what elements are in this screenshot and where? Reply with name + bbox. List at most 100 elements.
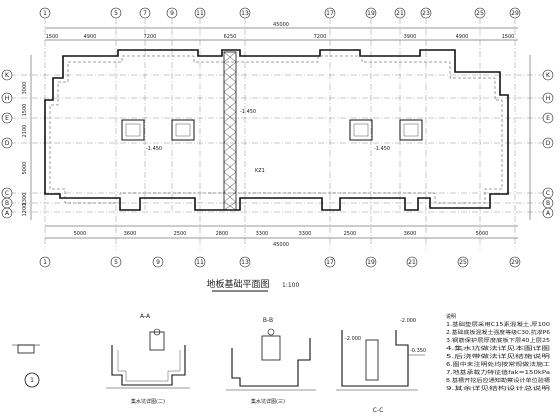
plan-scale: 1:100 — [282, 282, 299, 289]
post-cast-strip — [223, 51, 237, 211]
axis-bubble-right-H: H — [542, 92, 554, 104]
svg-text:H: H — [5, 95, 10, 102]
note-line-5: 6.图中未注明处均按常规做法施工 — [446, 361, 550, 368]
svg-text:11: 11 — [196, 259, 204, 266]
svg-text:19: 19 — [367, 259, 375, 266]
dim-side-5: 1200 — [22, 204, 28, 217]
axis-bubble-right-D: D — [542, 137, 554, 149]
axis-bubble-top-11: 11 — [194, 7, 206, 19]
svg-text:H: H — [546, 95, 551, 102]
axis-bubble-right-B: B — [542, 197, 554, 209]
dim-bottom-4: 3300 — [256, 231, 269, 237]
svg-text:7: 7 — [143, 10, 147, 17]
axis-bubble-right-K: K — [542, 69, 554, 81]
side-dimension-texts: 3000 1500 2100 5000 1300 1200 — [22, 82, 28, 217]
elev-note-0: -1.450 — [146, 146, 162, 152]
svg-text:5: 5 — [114, 259, 118, 266]
svg-text:29: 29 — [511, 259, 519, 266]
detail-1-label: 1 — [30, 377, 34, 384]
axis-bubbles-left: K H E D C B A — [1, 69, 13, 219]
axis-bubble-bottom-25: 25 — [457, 256, 469, 268]
svg-text:D: D — [546, 140, 551, 147]
axis-bubble-left-H: H — [1, 92, 13, 104]
elevation-notes: -1.450 -1.450 -1.450 KZ1 — [146, 109, 390, 174]
detail-cc-elev-2: -2.000 — [345, 336, 361, 342]
detail-aa-caption: 集水坑详图(二) — [131, 398, 165, 405]
svg-text:25: 25 — [476, 10, 484, 17]
note-line-7: 8.基槽开挖后应通知勘察设计单位验槽 — [446, 377, 550, 384]
detail-bb: B-B 集水坑详图(三) — [226, 317, 316, 405]
detail-cc-elev-0: -2.000 — [400, 318, 416, 324]
axis-bubbles-bottom: 1 5 9 11 13 17 19 21 25 29 — [39, 256, 521, 268]
svg-text:B: B — [546, 200, 550, 207]
top-axis-row: 45000 — [45, 22, 518, 41]
detail-bb-caption: 集水坑详图(三) — [251, 398, 285, 405]
axis-bubble-right-A: A — [542, 207, 554, 219]
axis-bubble-bottom-17: 17 — [324, 256, 336, 268]
note-line-0: 1.基础垫层采用C15素混凝土,厚100 — [446, 321, 550, 328]
axis-bubble-bottom-29: 29 — [509, 256, 521, 268]
dim-top-0: 1500 — [46, 34, 59, 40]
dim-top-2: 7200 — [144, 34, 157, 40]
svg-text:9: 9 — [170, 10, 174, 17]
dim-top-6: 4900 — [456, 34, 469, 40]
sump-pit-right-a — [349, 119, 373, 141]
axis-bubble-bottom-1: 1 — [39, 256, 51, 268]
svg-text:E: E — [546, 115, 550, 122]
dim-bottom-1: 3600 — [124, 231, 137, 237]
axis-bubble-top-5: 5 — [110, 7, 122, 19]
detail-cc-title: C-C — [373, 407, 384, 414]
note-line-6: 7.地基承载力特征值fak=150kPa — [446, 369, 550, 376]
axis-bubble-left-E: E — [1, 112, 13, 124]
detail-1-marker — [24, 372, 40, 388]
detail-aa-title: A-A — [140, 313, 151, 320]
detail-cc-elev-1: -0.350 — [410, 348, 426, 354]
axis-bubbles-top: 1 5 7 9 11 13 17 19 21 23 25 29 — [39, 7, 521, 19]
svg-text:17: 17 — [326, 259, 334, 266]
axis-bubble-left-C: C — [1, 187, 13, 199]
dim-top-5: 3900 — [404, 34, 417, 40]
axis-bubble-bottom-19: 19 — [365, 256, 377, 268]
note-line-8: 9.其余详见结构设计总说明 — [446, 385, 550, 392]
sump-pit-right-b — [399, 119, 423, 141]
svg-text:29: 29 — [511, 10, 519, 17]
svg-text:C: C — [546, 190, 550, 197]
dim-top-4: 7200 — [314, 34, 327, 40]
design-notes: 说明 1.基础垫层采用C15素混凝土,厚100 2.基础底板混凝土强度等级C30… — [446, 313, 550, 392]
axis-bubble-bottom-11: 11 — [194, 256, 206, 268]
note-line-1: 2.基础底板混凝土强度等级C30,抗渗P6 — [446, 329, 550, 336]
bottom-dimension-lines: 45000 — [45, 225, 518, 248]
axis-bubble-right-E: E — [542, 112, 554, 124]
dim-bottom-5: 3300 — [299, 231, 312, 237]
dim-side-0: 3000 — [22, 82, 28, 95]
sump-pit-left-b — [171, 119, 195, 141]
foundation-inner-line — [49, 55, 503, 204]
plan-title-block: 地板基础平面图 1:100 — [206, 278, 299, 292]
svg-text:1: 1 — [43, 259, 47, 266]
dim-bottom-2: 2500 — [174, 231, 187, 237]
svg-text:A: A — [546, 210, 551, 217]
dim-side-3: 5000 — [22, 162, 28, 175]
note-line-3: 4.集水坑做法详见本图详图 — [446, 345, 550, 352]
dim-top-3: 6250 — [224, 34, 237, 40]
axis-bubble-top-21: 21 — [394, 7, 406, 19]
detail-1: 1 — [12, 344, 40, 388]
svg-text:B: B — [5, 200, 9, 207]
elev-note-1: -1.450 — [240, 109, 256, 115]
dim-side-4: 1300 — [22, 193, 28, 206]
sump-pit-left-a — [121, 119, 145, 141]
svg-text:13: 13 — [241, 259, 249, 266]
axis-bubble-bottom-21: 21 — [406, 256, 418, 268]
top-dimension-texts: 1500 4900 7200 6250 7200 3900 4900 1500 — [46, 34, 515, 40]
axis-bubble-left-A: A — [1, 207, 13, 219]
foundation-outline — [44, 49, 509, 211]
axis-grid-lines — [10, 18, 550, 250]
svg-text:23: 23 — [422, 10, 430, 17]
axis-bubble-top-1: 1 — [39, 7, 51, 19]
axis-bubble-top-25: 25 — [474, 7, 486, 19]
svg-text:K: K — [546, 72, 551, 79]
svg-text:E: E — [5, 115, 9, 122]
dim-bottom-7: 3600 — [404, 231, 417, 237]
plan-title: 地板基础平面图 — [206, 278, 269, 290]
